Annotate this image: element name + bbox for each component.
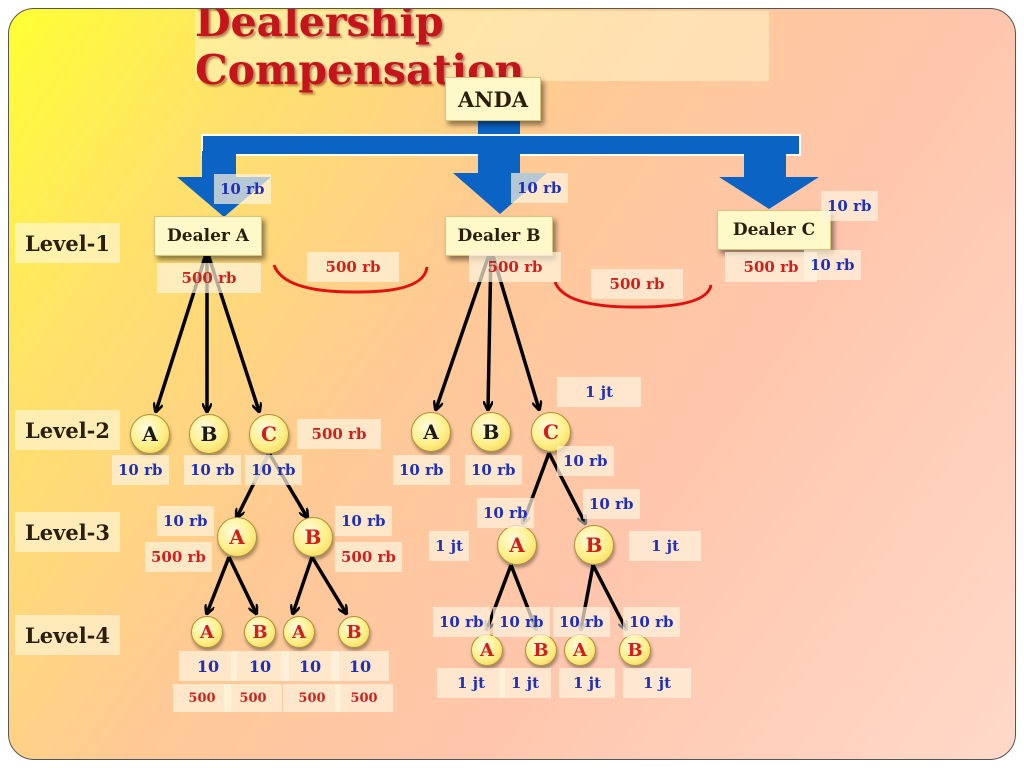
amount-dealer-a-bonus: 10 rb (214, 174, 271, 204)
dealer-b-box: Dealer B (445, 216, 553, 256)
amount-l4-left-a1: 10 (179, 651, 237, 681)
page-title: Dealership Compensation (195, 9, 769, 94)
node-l4-left-b2: B (338, 616, 370, 648)
amount-dealer-b-fee: 500 rb (469, 252, 561, 282)
amount-l4-right-a1-jt: 1 jt (437, 668, 505, 698)
level-label-4: Level-4 (15, 615, 120, 655)
node-l2-right-c: C (531, 412, 571, 452)
level-label-1: Level-1 (15, 223, 120, 263)
amount-l4-right-a2-top: 10 rb (553, 607, 610, 637)
amount-l4-left-b1: 10 (231, 651, 289, 681)
amount-dealer-c-fee: 500 rb (725, 252, 817, 282)
node-l4-right-a2: A (564, 634, 596, 666)
amount-l2-left-b: 10 rb (184, 455, 241, 485)
amount-l3-right-a-jt: 1 jt (429, 531, 470, 561)
node-l4-left-a2: A (283, 616, 315, 648)
diagram-connectors (9, 120, 819, 759)
slide: Dealership Compensation ANDA Level-1 Lev… (8, 8, 1016, 760)
blue-arrow-tree (177, 120, 819, 217)
amount-l3-right-b-jt: 1 jt (629, 531, 701, 561)
amount-l4-right-b1-top: 10 rb (493, 607, 550, 637)
node-l3-right-b: B (574, 525, 614, 565)
amount-l4-right-b2-top: 10 rb (623, 607, 680, 637)
amount-l2-right-c-top: 1 jt (557, 377, 641, 407)
amount-l2-left-a: 10 rb (112, 455, 169, 485)
amount-l4-left-b2-fee: 500 (335, 684, 393, 712)
amount-l4-left-a2-fee: 500 (283, 684, 341, 712)
dealer-c-box: Dealer C (717, 210, 831, 250)
amount-dealer-c-bonus: 10 rb (821, 191, 878, 221)
amount-l4-left-a1-fee: 500 (173, 684, 231, 712)
amount-l4-right-b2-jt: 1 jt (623, 668, 691, 698)
level-label-3: Level-3 (15, 512, 120, 552)
amount-l2-left-c: 10 rb (245, 455, 302, 485)
amount-l4-left-a2: 10 (281, 651, 339, 681)
amount-l2-left-c-fee: 500 rb (297, 419, 381, 449)
amount-l4-right-b1-jt: 1 jt (499, 668, 551, 698)
amount-l2-right-a: 10 rb (393, 455, 450, 485)
amount-dealer-c-extra: 10 rb (804, 250, 861, 280)
node-l2-left-b: B (189, 414, 229, 454)
amount-l2-right-b: 10 rb (465, 455, 522, 485)
amount-l3-left-a-top: 10 rb (157, 506, 214, 536)
node-l2-left-c: C (249, 414, 289, 454)
amount-l3-left-b-fee: 500 rb (335, 542, 402, 572)
level-label-2: Level-2 (15, 410, 120, 450)
amount-l2-right-c: 10 rb (557, 446, 614, 476)
amount-l4-left-b1-fee: 500 (224, 684, 282, 712)
node-l4-right-b2: B (619, 634, 651, 666)
root-box-anda: ANDA (445, 77, 541, 121)
amount-bracket-ab: 500 rb (307, 252, 399, 282)
amount-l4-right-a2-jt: 1 jt (559, 668, 615, 698)
node-l2-right-a: A (411, 412, 451, 452)
node-l3-left-a: A (217, 517, 257, 557)
node-l3-right-a: A (497, 525, 537, 565)
amount-l3-right-b-top: 10 rb (583, 489, 640, 519)
node-l2-right-b: B (471, 412, 511, 452)
node-l3-left-b: B (293, 517, 333, 557)
amount-bracket-bc: 500 rb (591, 269, 683, 299)
node-l4-left-a1: A (191, 616, 223, 648)
amount-dealer-b-bonus: 10 rb (511, 173, 568, 203)
amount-l4-left-b2: 10 (331, 651, 389, 681)
amount-l3-left-b-top: 10 rb (335, 506, 392, 536)
amount-l3-right-a-top: 10 rb (477, 498, 534, 528)
amount-l3-left-a-fee: 500 rb (145, 542, 212, 572)
node-l4-left-b1: B (244, 616, 276, 648)
dealer-a-box: Dealer A (154, 216, 262, 256)
amount-dealer-a-fee: 500 rb (157, 263, 261, 293)
amount-l4-right-a1-top: 10 rb (433, 607, 490, 637)
node-l4-right-b1: B (525, 634, 557, 666)
node-l2-left-a: A (130, 414, 170, 454)
node-l4-right-a1: A (471, 634, 503, 666)
